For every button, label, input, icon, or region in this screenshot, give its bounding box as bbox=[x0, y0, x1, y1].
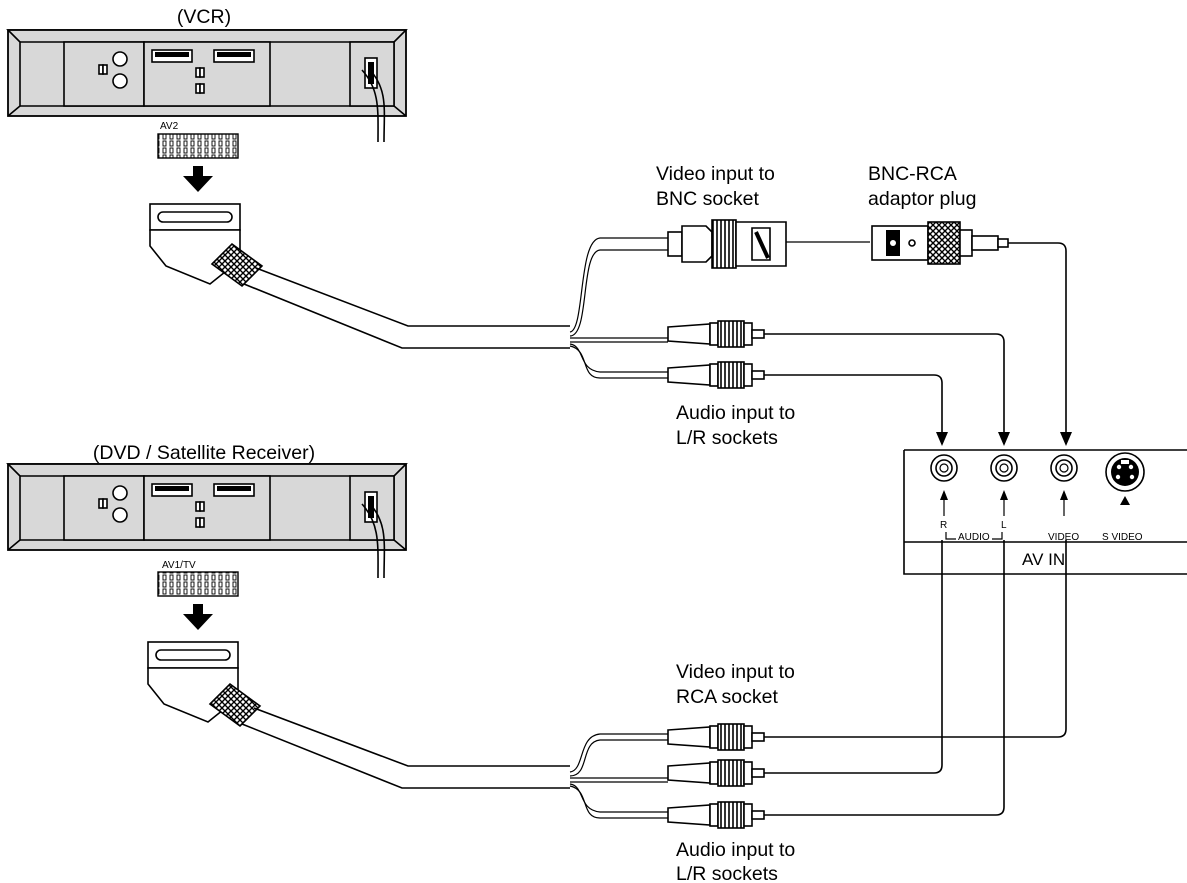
label-audio-bottom-2: L/R sockets bbox=[676, 863, 778, 883]
label-audio-top-2: L/R sockets bbox=[676, 427, 778, 449]
audio-l-socket bbox=[990, 454, 1018, 482]
socket-label-r: R bbox=[940, 520, 947, 531]
label-video-bnc-2: BNC socket bbox=[656, 188, 760, 210]
label-audio-bottom-1: Audio input to bbox=[676, 839, 795, 861]
dvd-scart-label: AV1/TV bbox=[162, 560, 196, 571]
dvd-insert-arrow-icon bbox=[183, 604, 213, 630]
label-video-bnc-1: Video input to bbox=[656, 163, 775, 185]
top-audio-plug-1 bbox=[667, 320, 765, 348]
bnc-plug bbox=[667, 219, 787, 269]
socket-label-video: VIDEO bbox=[1048, 532, 1079, 543]
video-socket bbox=[1050, 454, 1078, 482]
dvd-scart-socket bbox=[157, 571, 239, 597]
bottom-video-plug bbox=[667, 723, 765, 751]
dvd-device bbox=[7, 463, 407, 551]
bnc-rca-adaptor-plug bbox=[871, 221, 1009, 265]
label-adaptor-2: adaptor plug bbox=[868, 188, 976, 210]
label-video-rca-2: RCA socket bbox=[676, 686, 778, 708]
vcr-insert-arrow-icon bbox=[183, 166, 213, 192]
bottom-audio-plug-2 bbox=[667, 801, 765, 829]
vcr-title: (VCR) bbox=[177, 6, 231, 28]
s-video-socket bbox=[1105, 452, 1145, 505]
vcr-scart-socket bbox=[157, 133, 239, 159]
bottom-audio-plug-1 bbox=[667, 759, 765, 787]
label-adaptor-1: BNC-RCA bbox=[868, 163, 957, 185]
vcr-scart-cable bbox=[255, 267, 570, 327]
top-audio-plug-2 bbox=[667, 361, 765, 389]
audio-r-socket bbox=[930, 454, 958, 482]
av-in-panel: R L VIDEO S VIDEO AUDIO AV IN bbox=[903, 449, 1187, 575]
dvd-power-cable bbox=[361, 503, 379, 579]
vcr-device bbox=[7, 29, 407, 117]
socket-label-s-video: S VIDEO bbox=[1102, 532, 1143, 543]
vcr-scart-label: AV2 bbox=[160, 121, 179, 132]
dvd-scart-cable bbox=[253, 707, 570, 767]
label-audio-top-1: Audio input to bbox=[676, 402, 795, 424]
vcr-power-cable bbox=[361, 69, 379, 143]
av-in-title: AV IN bbox=[1022, 550, 1065, 569]
socket-label-l: L bbox=[1001, 520, 1007, 531]
label-video-rca-1: Video input to bbox=[676, 661, 795, 683]
audio-group-label: AUDIO bbox=[958, 532, 990, 543]
dvd-title: (DVD / Satellite Receiver) bbox=[93, 442, 315, 464]
